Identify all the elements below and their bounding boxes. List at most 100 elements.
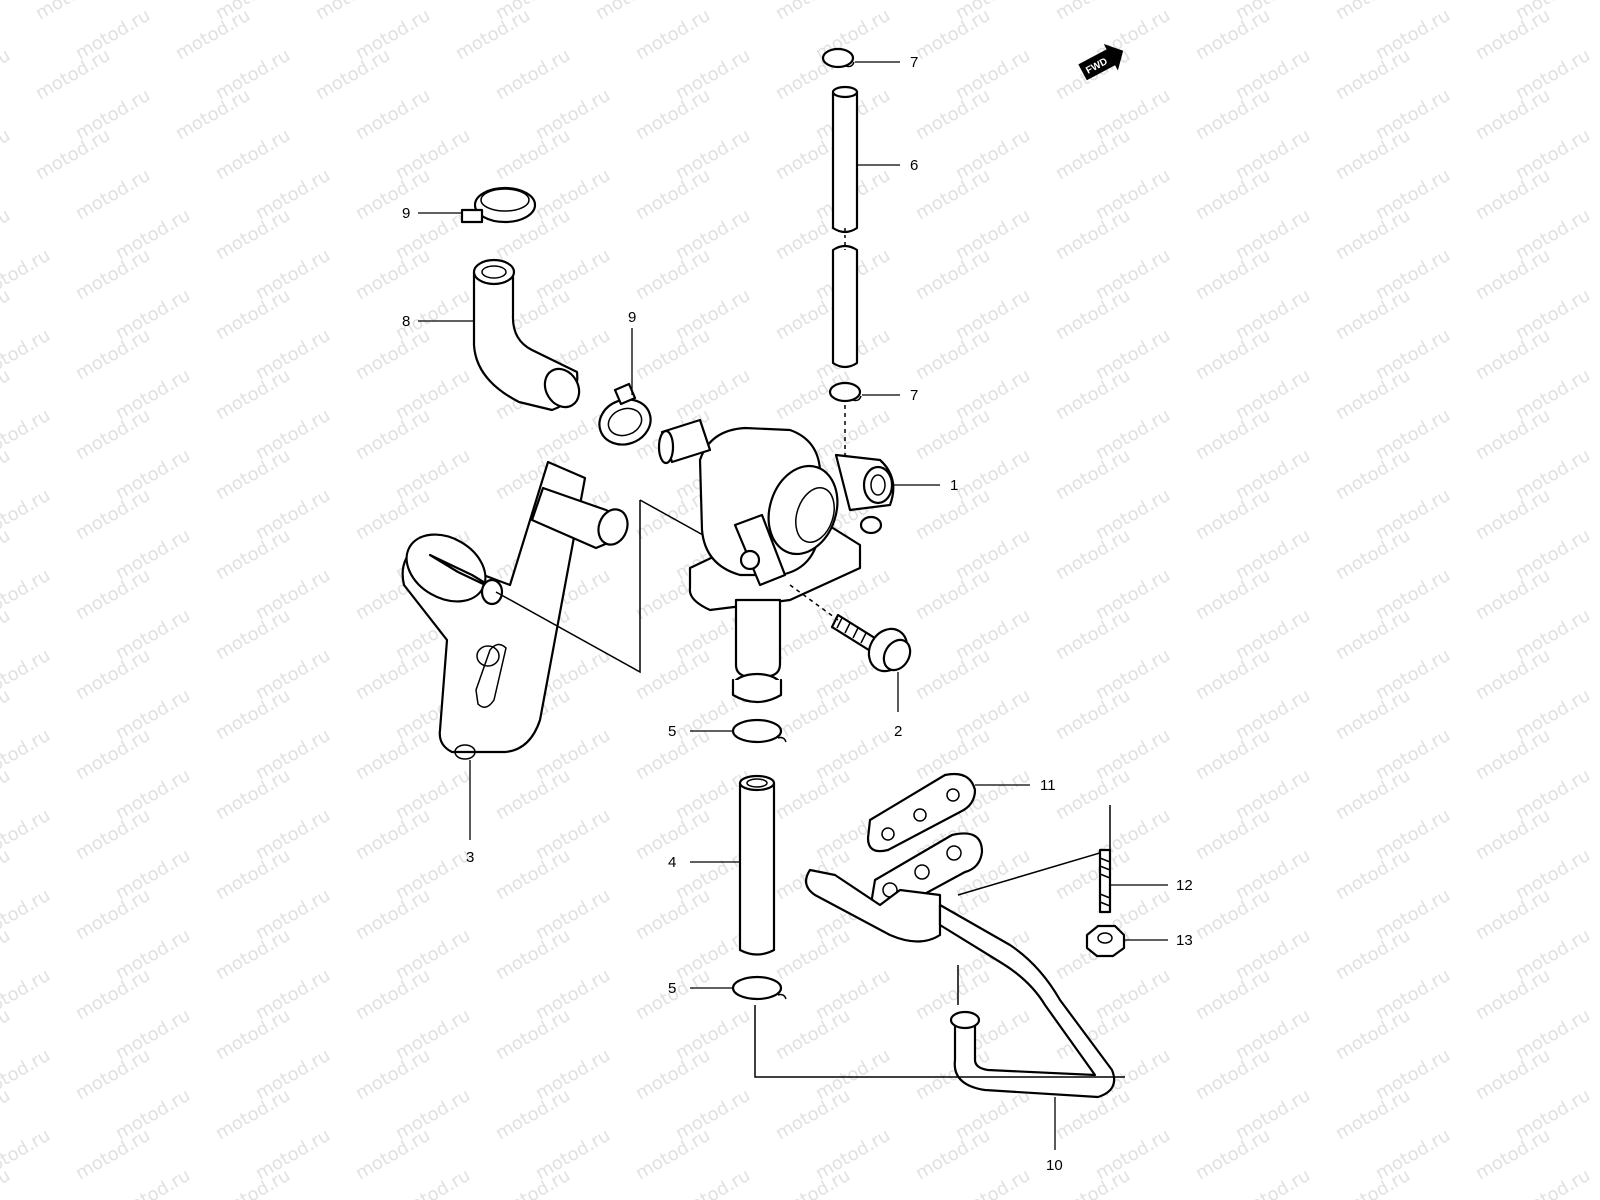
watermark-text: motod.ru: [1332, 525, 1414, 584]
watermark-text: motod.ru: [72, 565, 154, 624]
part-4-pipe: [738, 774, 776, 956]
watermark-text: motod.ru: [0, 285, 14, 344]
watermark-text: motod.ru: [212, 685, 294, 744]
watermark-text: motod.ru: [1332, 45, 1414, 104]
watermark-text: motod.ru: [1332, 205, 1414, 264]
watermark-text: motod.ru: [72, 245, 154, 304]
watermark-text: motod.ru: [1472, 245, 1554, 304]
watermark-text: motod.ru: [1052, 765, 1134, 824]
watermark-text: motod.ru: [492, 1005, 574, 1064]
watermark-text: motod.ru: [72, 645, 154, 704]
fwd-direction-badge: FWD: [1078, 44, 1124, 81]
watermark-text: motod.ru: [1472, 885, 1554, 944]
watermark-text: motod.ru: [1332, 365, 1414, 424]
watermark-text: motod.ru: [352, 885, 434, 944]
watermark-text: motod.ru: [632, 85, 714, 144]
watermark-text: motod.ru: [0, 125, 14, 184]
watermark-text: motod.ru: [1192, 485, 1274, 544]
watermark-text: motod.ru: [1332, 1005, 1414, 1064]
watermark-text: motod.ru: [1472, 405, 1554, 464]
watermark-text: motod.ru: [1332, 765, 1414, 824]
direction-arrow-icon: [1078, 44, 1124, 81]
watermark-text: motod.ru: [452, 5, 534, 64]
watermark-text: motod.ru: [1332, 1165, 1414, 1200]
watermark-text: motod.ru: [312, 0, 394, 24]
watermark-text: motod.ru: [352, 245, 434, 304]
watermark-text: motod.ru: [632, 245, 714, 304]
watermark-text: motod.ru: [1472, 165, 1554, 224]
watermark-text: motod.ru: [592, 0, 674, 24]
watermark-text: motod.ru: [1192, 405, 1274, 464]
watermark-text: motod.ru: [1052, 685, 1134, 744]
part-1-fuel-valve: [657, 418, 895, 704]
watermark-text: motod.ru: [0, 1085, 14, 1144]
leader-lines: [418, 61, 1168, 1150]
watermark-text: motod.ru: [212, 205, 294, 264]
watermark-text: motod.ru: [632, 1045, 714, 1104]
watermark-text: motod.ru: [1052, 205, 1134, 264]
watermark-text: motod.ru: [352, 1045, 434, 1104]
watermark-text: motod.ru: [492, 765, 574, 824]
watermark-text: motod.ru: [1192, 1045, 1274, 1104]
watermark-text: motod.ru: [1192, 805, 1274, 864]
label-8: 8: [402, 313, 410, 330]
watermark-text: motod.ru: [772, 765, 854, 824]
watermark-text: motod.ru: [1332, 125, 1414, 184]
watermark-text: motod.ru: [1332, 925, 1414, 984]
watermark-text: motod.ru: [1192, 565, 1274, 624]
watermark-text: motod.ru: [352, 965, 434, 1024]
watermark-text: motod.ru: [1192, 325, 1274, 384]
watermark-text: motod.ru: [492, 845, 574, 904]
watermark-text: motod.ru: [632, 1125, 714, 1184]
label-5-bottom: 5: [668, 980, 676, 997]
watermark-text: motod.ru: [1472, 1125, 1554, 1184]
watermark-text: motod.ru: [212, 125, 294, 184]
watermark-text: motod.ru: [492, 925, 574, 984]
watermark-text: motod.ru: [212, 1085, 294, 1144]
part-12-stud: [1098, 848, 1112, 914]
part-7-clip-mid: [828, 381, 862, 470]
watermark-text: motod.ru: [212, 285, 294, 344]
watermark-text: motod.ru: [72, 165, 154, 224]
part-13-nut: [1085, 924, 1126, 958]
watermark-text: motod.ru: [1472, 645, 1554, 704]
label-1: 1: [950, 477, 958, 494]
watermark-text: motod.ru: [1332, 685, 1414, 744]
watermark-text: motod.ru: [172, 85, 254, 144]
watermark-text: motod.ru: [1192, 1125, 1274, 1184]
watermark-text: motod.ru: [1472, 965, 1554, 1024]
label-7-mid: 7: [910, 387, 918, 404]
part-8-elbow-hose: [472, 258, 581, 412]
label-10: 10: [1046, 1157, 1063, 1174]
watermark-text: motod.ru: [1192, 5, 1274, 64]
watermark-text: motod.ru: [72, 1125, 154, 1184]
watermark-text: motod.ru: [772, 685, 854, 744]
watermark-text: motod.ru: [912, 5, 994, 64]
watermark-text: motod.ru: [1472, 85, 1554, 144]
watermark-text: motod.ru: [72, 405, 154, 464]
watermark-text: motod.ru: [392, 1165, 474, 1200]
watermark-text: motod.ru: [312, 45, 394, 104]
watermark-text: motod.ru: [632, 885, 714, 944]
watermark-text: motod.ru: [0, 685, 14, 744]
watermark-text: motod.ru: [632, 325, 714, 384]
watermark-text: motod.ru: [1052, 845, 1134, 904]
watermark-text: motod.ru: [912, 165, 994, 224]
part-11-gasket: [866, 772, 977, 853]
watermark-text: motod.ru: [1052, 285, 1134, 344]
watermark-text: motod.ru: [1232, 1165, 1314, 1200]
watermark-text: motod.ru: [632, 165, 714, 224]
label-12: 12: [1176, 877, 1193, 894]
watermark-text: motod.ru: [772, 0, 854, 24]
watermark-text: motod.ru: [352, 325, 434, 384]
label-5-top: 5: [668, 723, 676, 740]
watermark-text: motod.ru: [212, 765, 294, 824]
watermark-text: motod.ru: [1332, 0, 1414, 24]
watermark-text: motod.ru: [912, 245, 994, 304]
watermark-text: motod.ru: [1472, 1045, 1554, 1104]
watermark-text: motod.ru: [212, 925, 294, 984]
watermark-text: motod.ru: [112, 1165, 194, 1200]
watermark-text: motod.ru: [1052, 1165, 1134, 1200]
